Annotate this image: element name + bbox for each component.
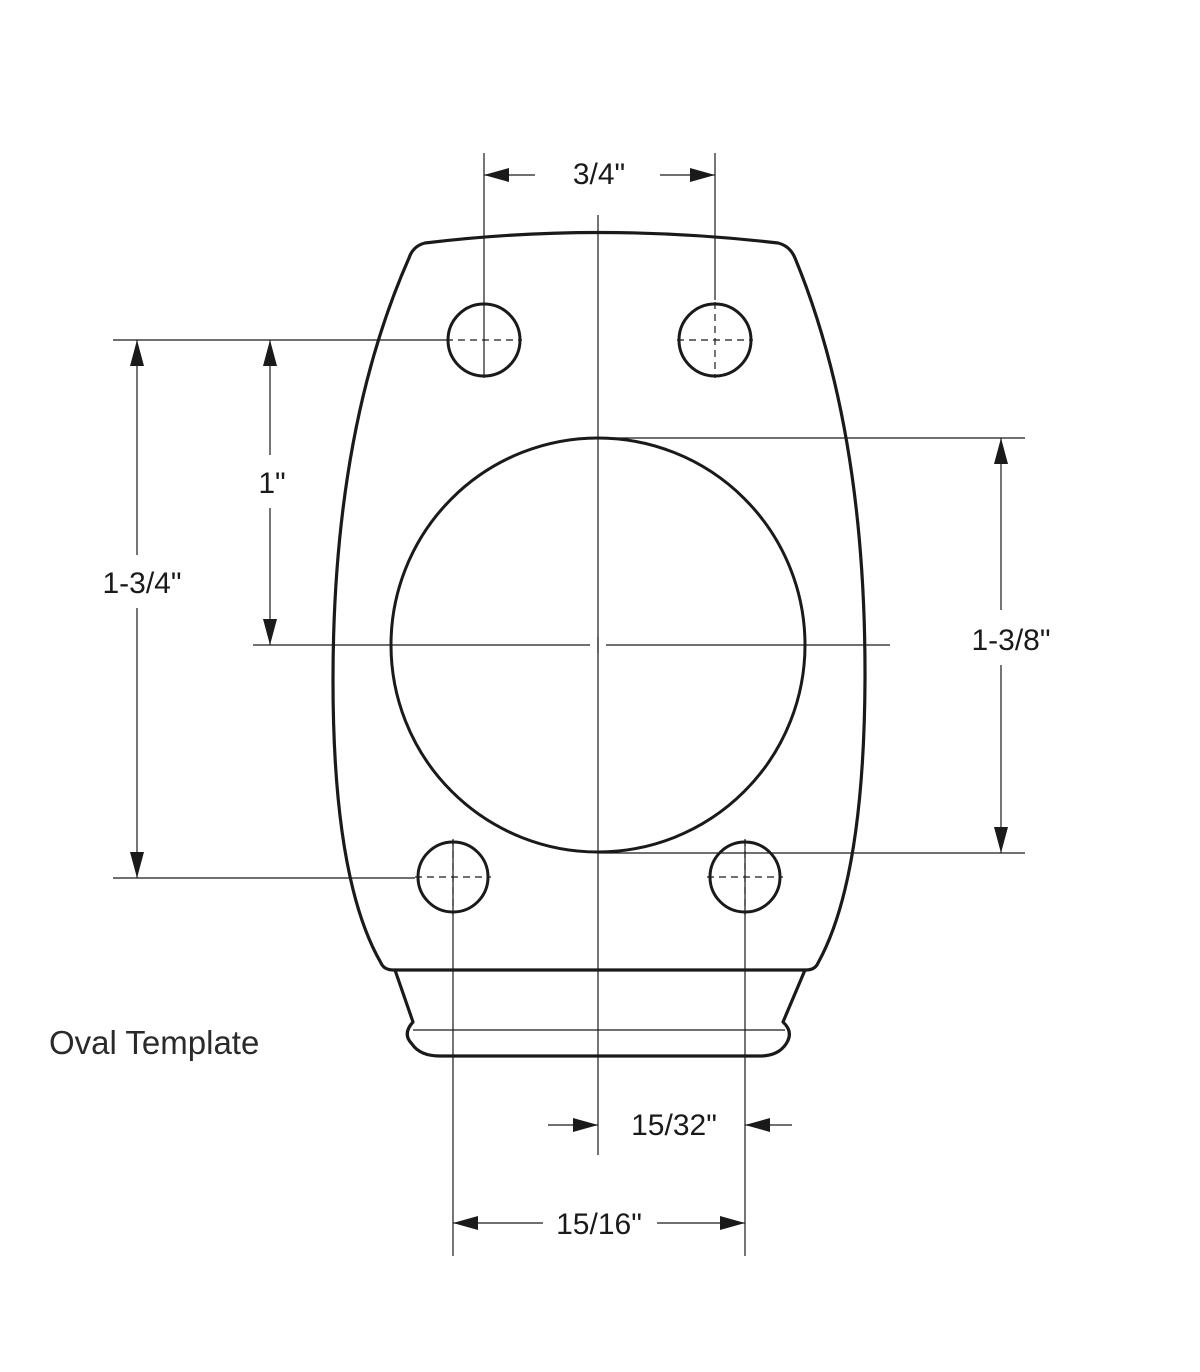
- dim-top-hole-spacing: 3/4": [484, 158, 715, 191]
- dim-bottom-hole-spacing: 15/16": [453, 1208, 745, 1241]
- dim-label-large-hole-diameter: 1-3/8": [971, 624, 1050, 657]
- dim-label-top-to-bottom-holes: 1-3/4": [102, 567, 181, 600]
- hole-centerlines: [415, 302, 783, 915]
- dim-top-hole-to-center: 1": [258, 340, 286, 645]
- plate-outline: [331, 230, 867, 972]
- extension-lines: [113, 153, 1025, 1256]
- template-title: Oval Template: [49, 1024, 259, 1061]
- dim-label-top-hole-spacing: 3/4": [573, 158, 625, 191]
- dim-center-to-bottom-hole: 15/32": [548, 1109, 792, 1142]
- plate-base: [393, 968, 807, 1058]
- dim-label-center-to-bottom-hole: 15/32": [631, 1109, 717, 1142]
- dim-top-to-bottom-holes: 1-3/4": [102, 340, 182, 878]
- dim-label-bottom-hole-spacing: 15/16": [556, 1208, 642, 1241]
- dim-large-hole-diameter: 1-3/8": [971, 438, 1051, 853]
- dim-label-top-hole-to-center: 1": [258, 467, 285, 500]
